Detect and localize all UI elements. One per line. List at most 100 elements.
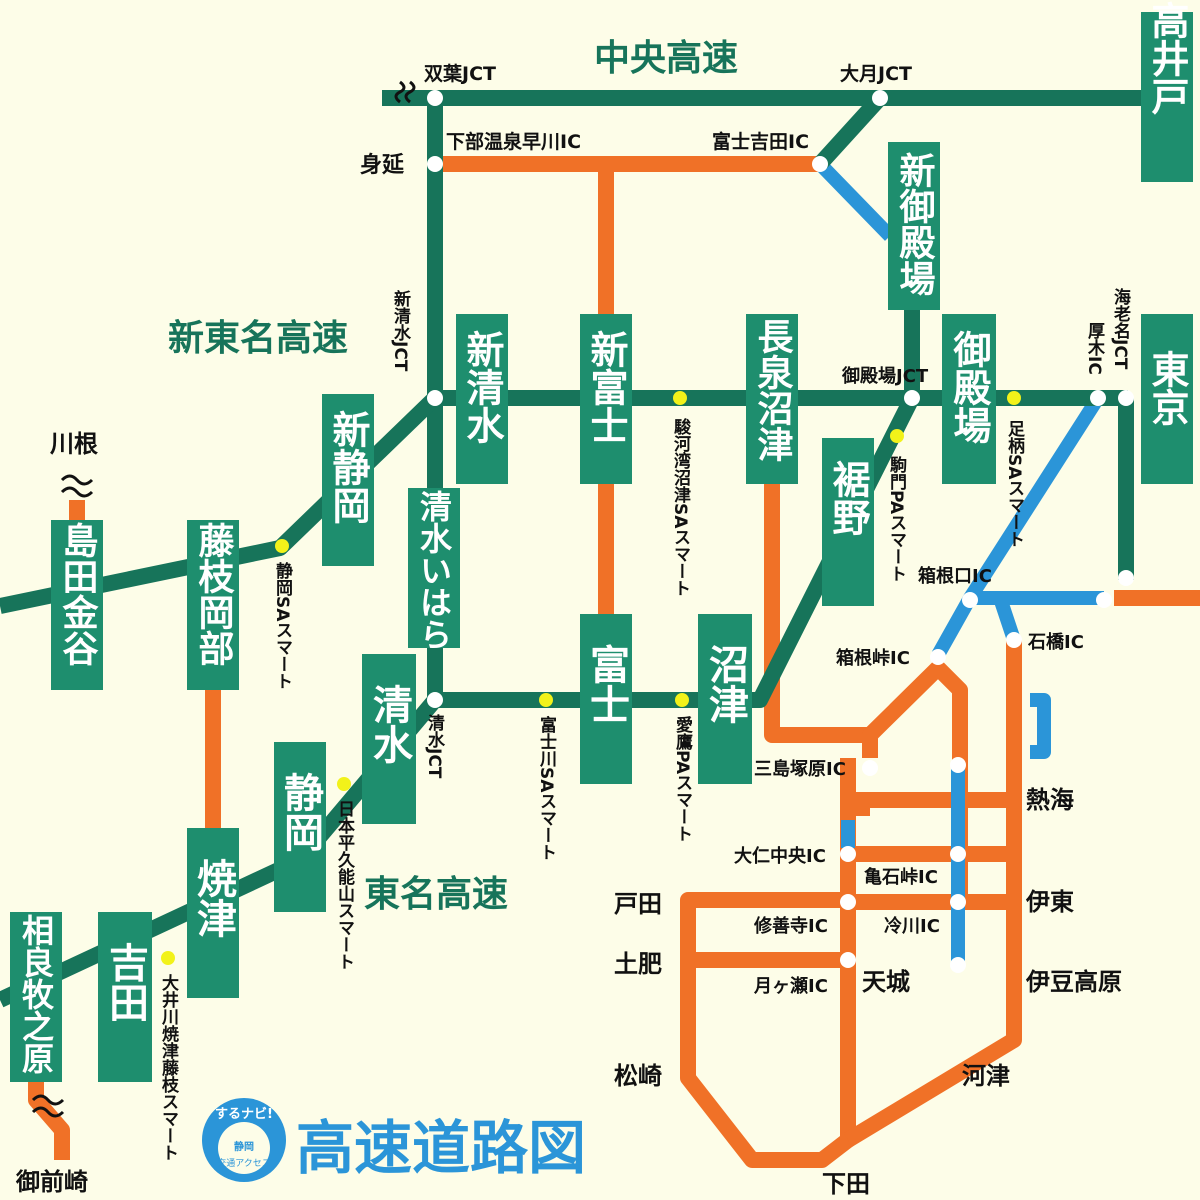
label-hakone-guchi: 箱根口IC [918,565,992,587]
svg-text:長泉沼津: 長泉沼津 [752,318,794,462]
svg-text:沼津: 沼津 [702,644,749,724]
node-gotemba-jct[interactable] [904,390,920,406]
node-hakone-right[interactable] [1096,592,1112,608]
box-yaizu[interactable]: 焼津 [187,828,239,998]
svg-text:新御殿場: 新御殿場 [894,152,937,297]
node-atsugi[interactable] [1090,390,1106,406]
label-izukogen: 伊豆高原 [1025,968,1122,996]
node-ishibashi[interactable] [1006,632,1022,648]
break-chuo-west [394,80,416,104]
label-komakado: 駒門PAスマート [886,455,907,582]
box-gotemba[interactable]: 御殿場 [942,314,996,484]
label-atami: 熱海 [1026,786,1074,814]
label-ishibashi: 石橋IC [1027,631,1084,653]
box-nagaizumi[interactable]: 長泉沼津 [746,314,798,484]
label-toi: 土肥 [614,950,662,978]
svg-text:東京: 東京 [1145,350,1189,426]
node-shimizu-jct[interactable] [427,692,443,708]
box-shinfuji[interactable]: 新富士 [580,314,632,484]
box-shimadakanaya[interactable]: 島田金谷 [51,520,103,690]
box-shimizuihara[interactable]: 清水いはら [408,488,460,650]
road-izu-central [862,660,968,900]
logo-sub1: 静岡 [234,1140,254,1153]
label-ito: 伊東 [1025,888,1074,916]
box-shinshizuoka[interactable]: 新静岡 [322,394,374,566]
svg-text:静岡: 静岡 [277,772,323,852]
label-surugawan: 駿河湾沼津SAスマート [670,417,691,596]
road-izu-east [843,640,1022,1147]
label-matsuzaki: 松崎 [614,1062,662,1090]
label-shizuoka-sa: 静岡SAスマート [272,561,293,689]
label-futaba: 双葉JCT [424,63,496,85]
label-ohito: 大仁中央IC [734,845,826,867]
svg-text:島田金谷: 島田金谷 [57,522,100,666]
label-shimobe: 下部温泉早川IC [446,130,581,153]
box-takaido[interactable]: 高井戸 [1141,1,1193,182]
label-kawazu: 河津 [962,1062,1010,1090]
box-shimizu[interactable]: 清水 [362,654,416,824]
sa-ashitaka[interactable] [675,693,689,707]
ic-boxes: 高井戸 新御殿場 東京 御殿場 長泉沼津 新富士 新清水 新静岡 [10,1,1193,1082]
svg-text:清水: 清水 [366,684,413,764]
node-fujiyoshida[interactable] [812,156,828,172]
node-shinshimizu-jct[interactable] [427,390,443,406]
road-atami-stub [1030,693,1051,759]
box-numazu[interactable]: 沼津 [698,614,752,784]
box-yoshida[interactable]: 吉田 [98,912,152,1082]
node-kameishi[interactable] [950,846,966,862]
logo[interactable]: するナビ! 静岡 交通アクセス [202,1098,286,1182]
label-omaezaki: 御前崎 [15,1168,88,1196]
box-fuji[interactable]: 富士 [580,614,632,784]
highway-name-tomei: 東名高速 [364,874,508,915]
node-kameishi-bottom[interactable] [950,957,966,973]
node-hakone-guchi[interactable] [962,592,978,608]
labels: 双葉JCT 大月JCT 下部温泉早川IC 富士吉田IC 身延 新清水JCT 御殿… [15,62,1132,1198]
sa-fujikawa[interactable] [539,693,553,707]
node-hakone-toge[interactable] [930,649,946,665]
road-fujiyoshida-shingotemba [814,159,896,241]
label-ebina: 海老名JCT [1110,287,1132,370]
box-susono[interactable]: 裾野 [822,438,874,606]
road-otsuki-fujiyoshida [814,92,886,170]
sa-komakado[interactable] [890,429,904,443]
sa-shizuoka[interactable] [275,539,289,553]
box-shinshimizu[interactable]: 新清水 [456,314,508,484]
sa-markers [161,391,1021,965]
node-ohito[interactable] [840,846,856,862]
node-kameishi-top[interactable] [950,757,966,773]
sa-nihondaira[interactable] [337,777,351,791]
box-tokyo[interactable]: 東京 [1141,314,1193,484]
highway-name-chuo: 中央高速 [594,38,738,79]
node-ebina-south[interactable] [1118,570,1134,586]
node-shuzenji[interactable] [840,894,856,910]
svg-text:焼津: 焼津 [190,858,237,938]
node-futaba[interactable] [427,90,443,106]
logo-brand: するナビ! [215,1106,273,1122]
label-kameishi: 亀石峠IC [864,866,938,888]
break-marks [31,80,416,1118]
node-hiekawa[interactable] [950,894,966,910]
label-ashigara: 足柄SAスマート [1004,420,1025,547]
node-otsuki[interactable] [872,90,888,106]
box-shingotemba[interactable]: 新御殿場 [888,142,940,310]
sa-ashigara[interactable] [1007,391,1021,405]
node-mishima[interactable] [862,760,878,776]
label-oigawa: 大井川焼津藤枝スマート [158,973,180,1161]
node-ebina[interactable] [1118,390,1134,406]
svg-text:新富士: 新富士 [584,330,628,444]
node-tsukigase[interactable] [840,952,856,968]
box-fujiedaokabe[interactable]: 藤枝岡部 [187,520,239,690]
label-hakone-toge: 箱根峠IC [836,647,910,669]
highways [0,90,1150,1008]
label-tsukigase: 月ヶ瀬IC [753,976,828,997]
map-title: 高速道路図 [296,1114,586,1182]
label-otsuki: 大月JCT [840,62,912,85]
sa-surugawan[interactable] [673,391,687,405]
label-fujiyoshida: 富士吉田IC [712,130,809,153]
sa-oigawa[interactable] [161,951,175,965]
box-sagara[interactable]: 相良牧之原 [10,912,62,1082]
node-minobu[interactable] [427,156,443,172]
svg-text:吉田: 吉田 [102,942,148,1022]
box-shizuoka[interactable]: 静岡 [274,742,326,912]
